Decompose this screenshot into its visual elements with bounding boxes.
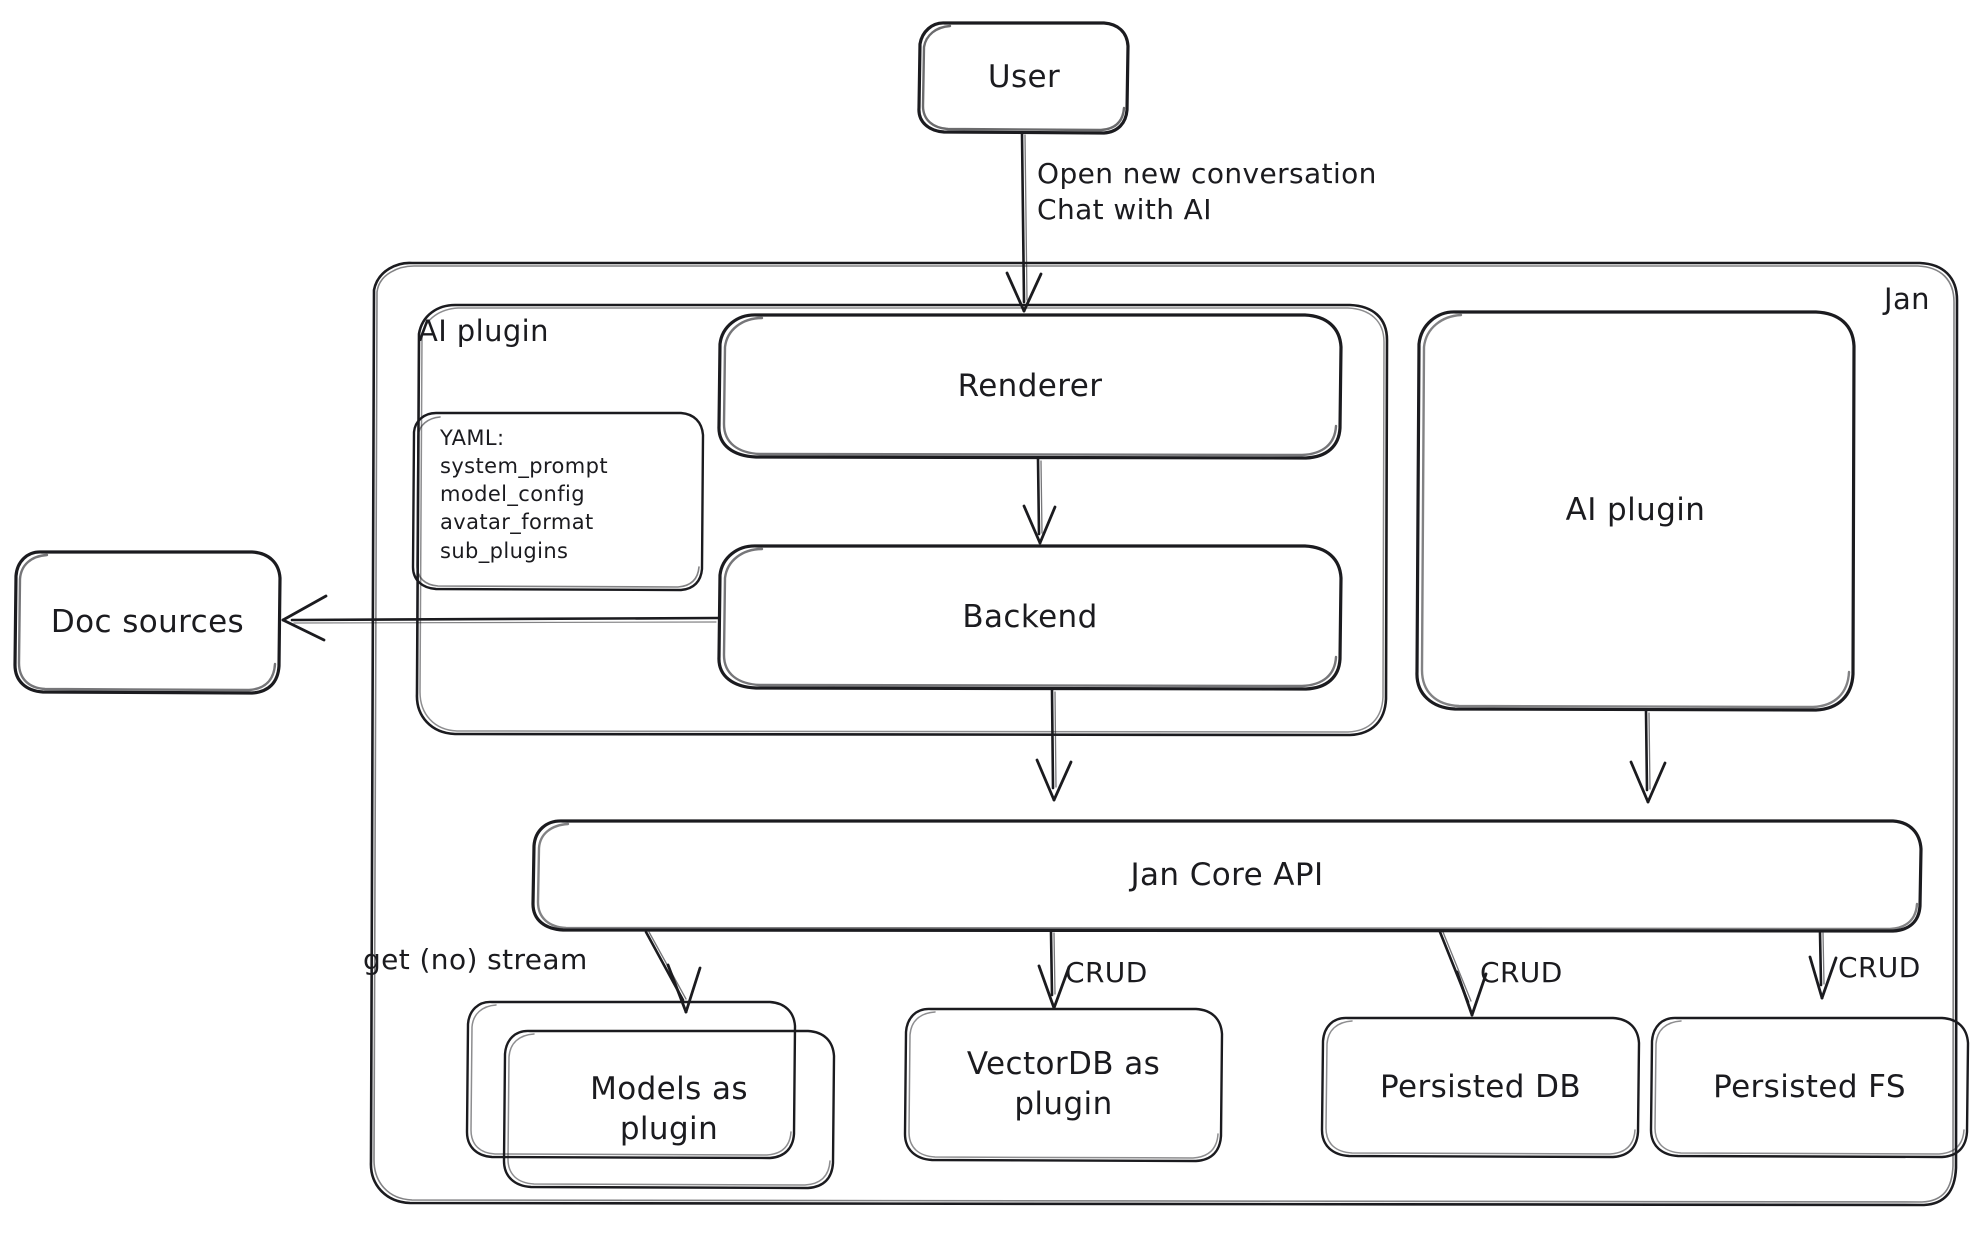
edge-backend-to-doc-sources [281, 594, 720, 642]
node-user[interactable] [917, 21, 1130, 135]
edge-core-to-models [644, 930, 702, 1014]
node-yaml-config[interactable] [411, 411, 705, 592]
node-ai-plugin[interactable] [1415, 310, 1856, 712]
node-persisted-db[interactable] [1320, 1016, 1641, 1159]
container-ai-plugin-group [415, 303, 1389, 737]
edge-renderer-to-backend [1022, 457, 1057, 545]
node-doc-sources[interactable] [13, 550, 282, 695]
node-vectordb-as-plugin[interactable] [903, 1007, 1224, 1163]
edge-core-to-persisted-fs [1808, 930, 1838, 1000]
edge-ai-plugin-to-core [1629, 709, 1667, 804]
edge-backend-to-core [1035, 688, 1073, 802]
edge-core-to-vectordb [1037, 930, 1071, 1010]
edge-user-to-renderer [1005, 131, 1043, 313]
node-renderer[interactable] [717, 313, 1343, 460]
container-jan [369, 261, 1959, 1207]
node-models-as-plugin[interactable] [502, 1029, 836, 1190]
edge-core-to-persisted-db [1438, 930, 1488, 1017]
node-jan-core-api[interactable] [531, 819, 1923, 933]
node-persisted-fs[interactable] [1649, 1016, 1970, 1159]
node-models-as-plugin-backdrop [465, 1000, 797, 1160]
node-backend[interactable] [717, 544, 1343, 691]
